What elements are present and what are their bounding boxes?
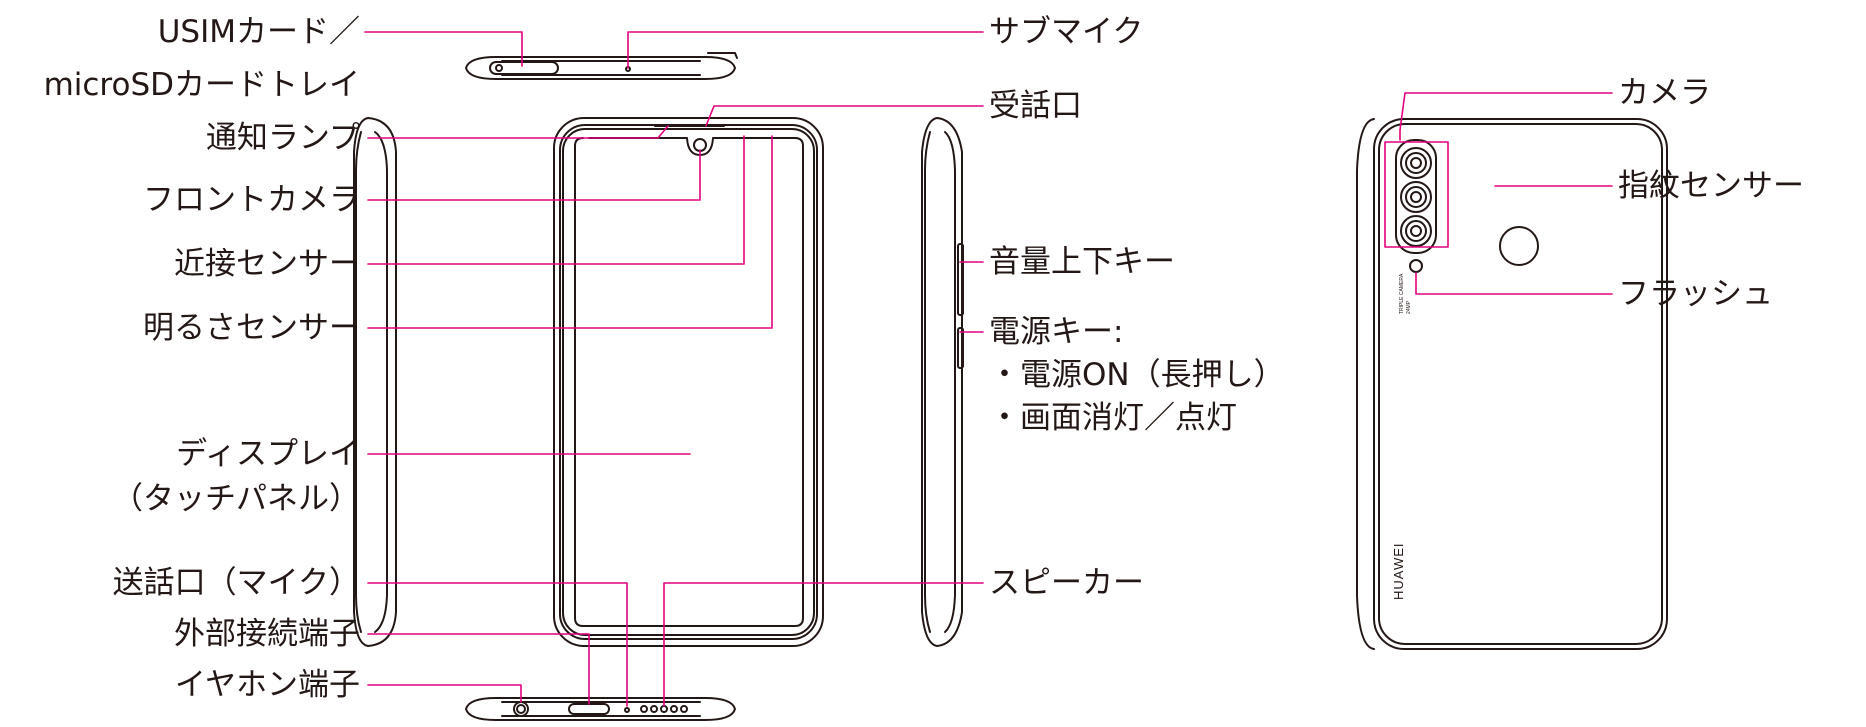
label-usim-slot: USIMカード／ — [157, 14, 360, 50]
back-brand-mark: HUAWEI — [1391, 542, 1406, 600]
flash-led — [1409, 259, 1423, 273]
camera-module — [1395, 139, 1437, 254]
label-fingerprint-sensor: 指紋センサー — [1618, 168, 1804, 204]
label-volume-key: 音量上下キー — [989, 244, 1175, 280]
label-proximity-sensor: 近接センサー — [174, 246, 360, 282]
label-earphone-jack: イヤホン端子 — [174, 667, 360, 703]
speaker-grille — [640, 705, 688, 713]
usb-port — [568, 703, 610, 715]
bottom-edge-view — [465, 697, 736, 721]
sim-tray — [489, 61, 559, 75]
leader-flash — [1415, 272, 1613, 295]
label-flash: フラッシュ — [1618, 276, 1773, 312]
label-notification-lamp: 通知ランプ — [205, 120, 360, 156]
label-display-line2: （タッチパネル） — [112, 481, 360, 517]
label-external-port: 外部接続端子 — [174, 616, 360, 652]
camera-lens-2 — [1400, 181, 1432, 213]
label-power-key-line2: ・電源ON（長押し） — [989, 357, 1285, 393]
leader-external-port — [367, 633, 590, 705]
leader-light-sensor — [367, 135, 773, 329]
power-key-body — [957, 327, 964, 369]
label-mouthpiece: 送話口（マイク） — [112, 565, 360, 601]
camera-callout-box — [1384, 141, 1449, 248]
back-camera-mark: TRIPLE CAMERA — [1399, 273, 1405, 314]
leader-camera-back — [1399, 92, 1613, 141]
label-speaker: スピーカー — [989, 565, 1144, 601]
label-power-key-line3: ・画面消灯／点灯 — [989, 400, 1237, 436]
volume-key-body — [957, 243, 964, 316]
sim-eject-hole — [495, 64, 503, 72]
leader-mouthpiece — [367, 582, 628, 707]
label-earpiece: 受話口 — [989, 88, 1082, 124]
label-usim-slot-line2: microSDカードトレイ — [43, 67, 360, 103]
leader-earphone-jack — [367, 684, 522, 703]
leader-usim — [364, 31, 523, 67]
label-sub-mic: サブマイク — [989, 14, 1144, 50]
camera-lens-3 — [1400, 215, 1432, 247]
leader-proximity — [367, 135, 745, 265]
leader-notification-lamp — [367, 125, 669, 139]
left-side-view — [353, 117, 397, 647]
label-light-sensor: 明るさセンサー — [143, 310, 360, 346]
right-side-view — [921, 117, 964, 647]
leader-sub-mic — [627, 31, 984, 69]
label-front-camera: フロントカメラ — [143, 182, 360, 218]
leader-front-camera — [367, 149, 701, 201]
camera-lens-1 — [1400, 147, 1432, 179]
back-view — [1356, 118, 1668, 650]
fingerprint-sensor-ring — [1499, 226, 1539, 266]
label-camera: カメラ — [1618, 75, 1711, 111]
label-power-key: 電源キー: — [989, 314, 1124, 350]
screen-outline — [574, 137, 804, 627]
leader-speaker — [663, 582, 984, 707]
front-view — [553, 117, 824, 647]
mic-hole — [624, 707, 630, 713]
leader-earpiece — [705, 105, 984, 127]
back-camera-mark-2: 24MP — [1406, 300, 1412, 314]
top-edge-view — [465, 52, 738, 80]
leader-lines — [364, 31, 1613, 707]
label-display: ディスプレイ — [176, 436, 360, 472]
